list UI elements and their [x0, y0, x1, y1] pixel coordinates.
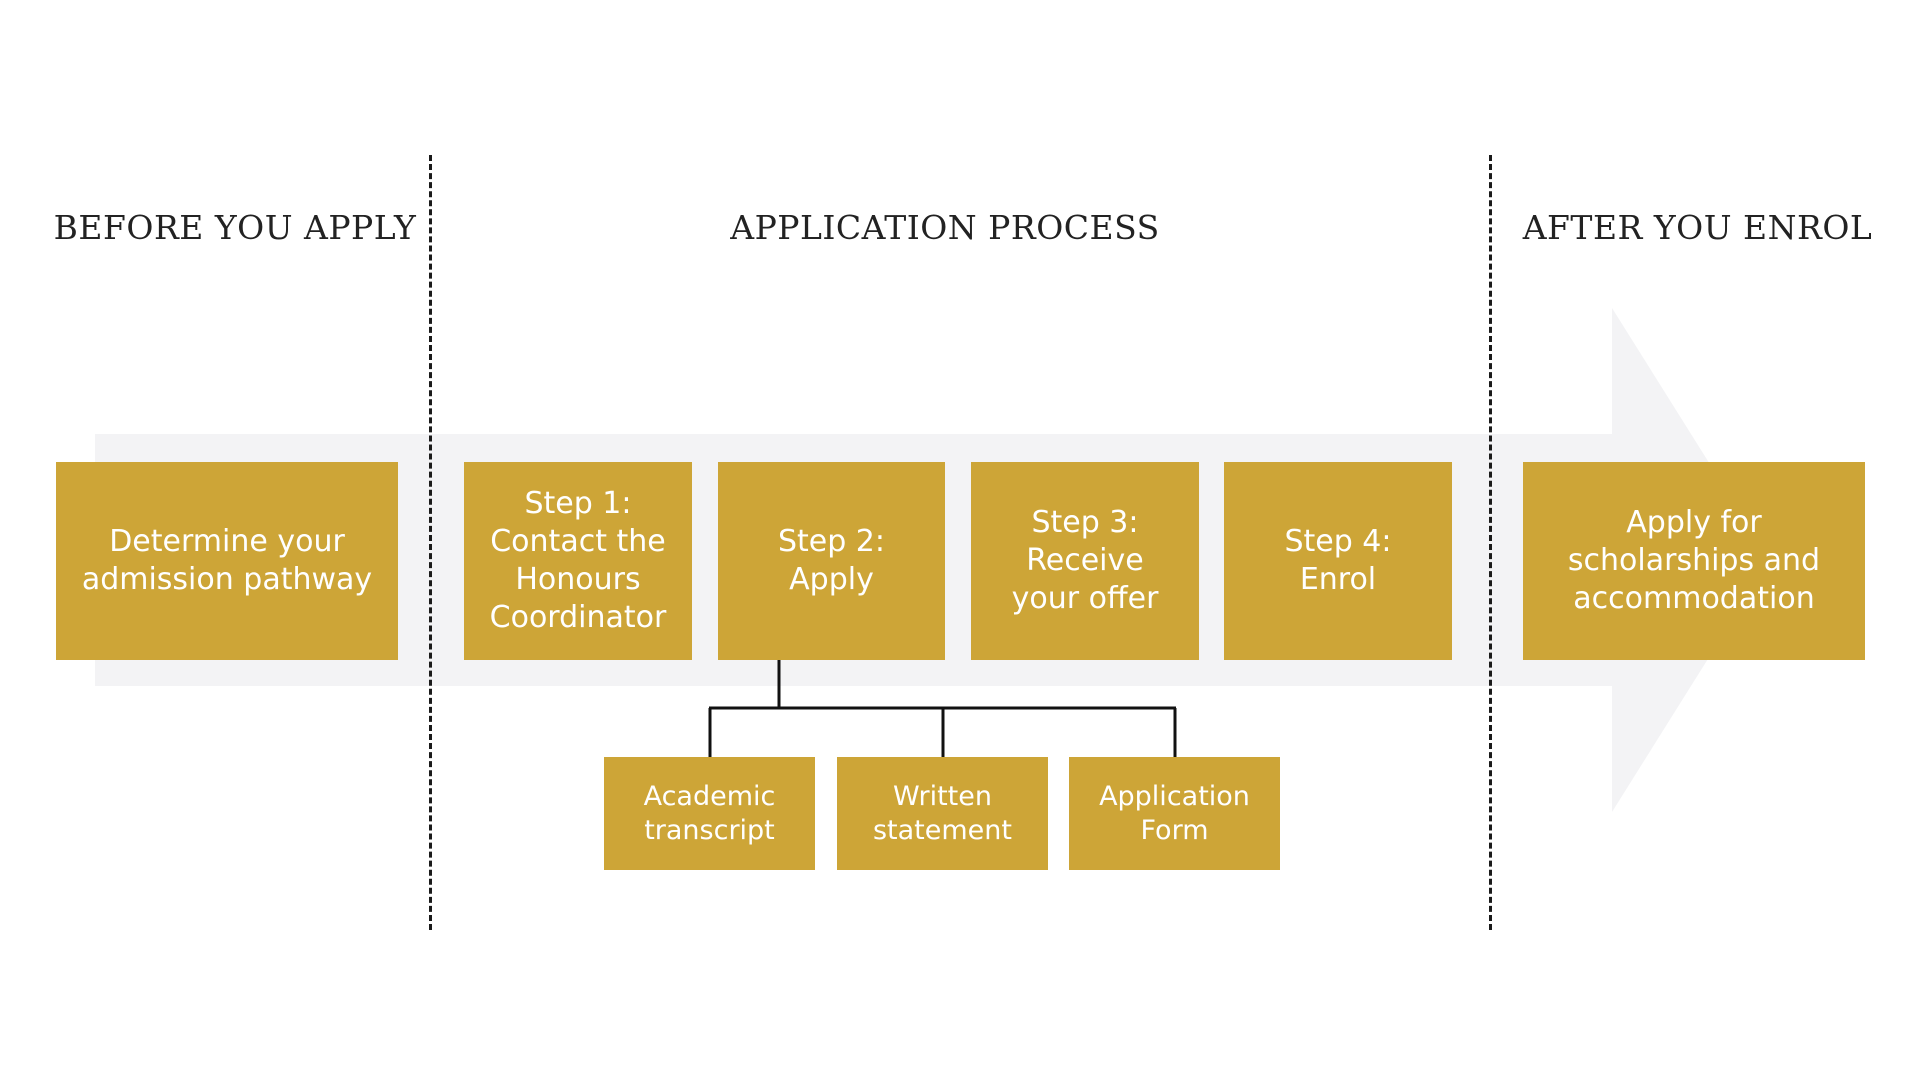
heading-before-you-apply: BEFORE YOU APPLY — [53, 208, 417, 247]
heading-application-process: APPLICATION PROCESS — [730, 208, 1160, 247]
box-step-1: Step 1: Contact the Honours Coordinator — [464, 462, 692, 660]
divider-after — [1489, 155, 1492, 930]
box-application-form: Application Form — [1069, 757, 1280, 870]
divider-before — [429, 155, 432, 930]
box-step-4: Step 4: Enrol — [1224, 462, 1452, 660]
box-step-3: Step 3: Receive your offer — [971, 462, 1199, 660]
box-scholarships: Apply for scholarships and accommodation — [1523, 462, 1865, 660]
heading-after-you-enrol: AFTER YOU ENROL — [1522, 208, 1873, 247]
box-step-2: Step 2: Apply — [718, 462, 945, 660]
box-written-statement: Written statement — [837, 757, 1048, 870]
box-academic-transcript: Academic transcript — [604, 757, 815, 870]
box-determine-pathway: Determine your admission pathway — [56, 462, 398, 660]
